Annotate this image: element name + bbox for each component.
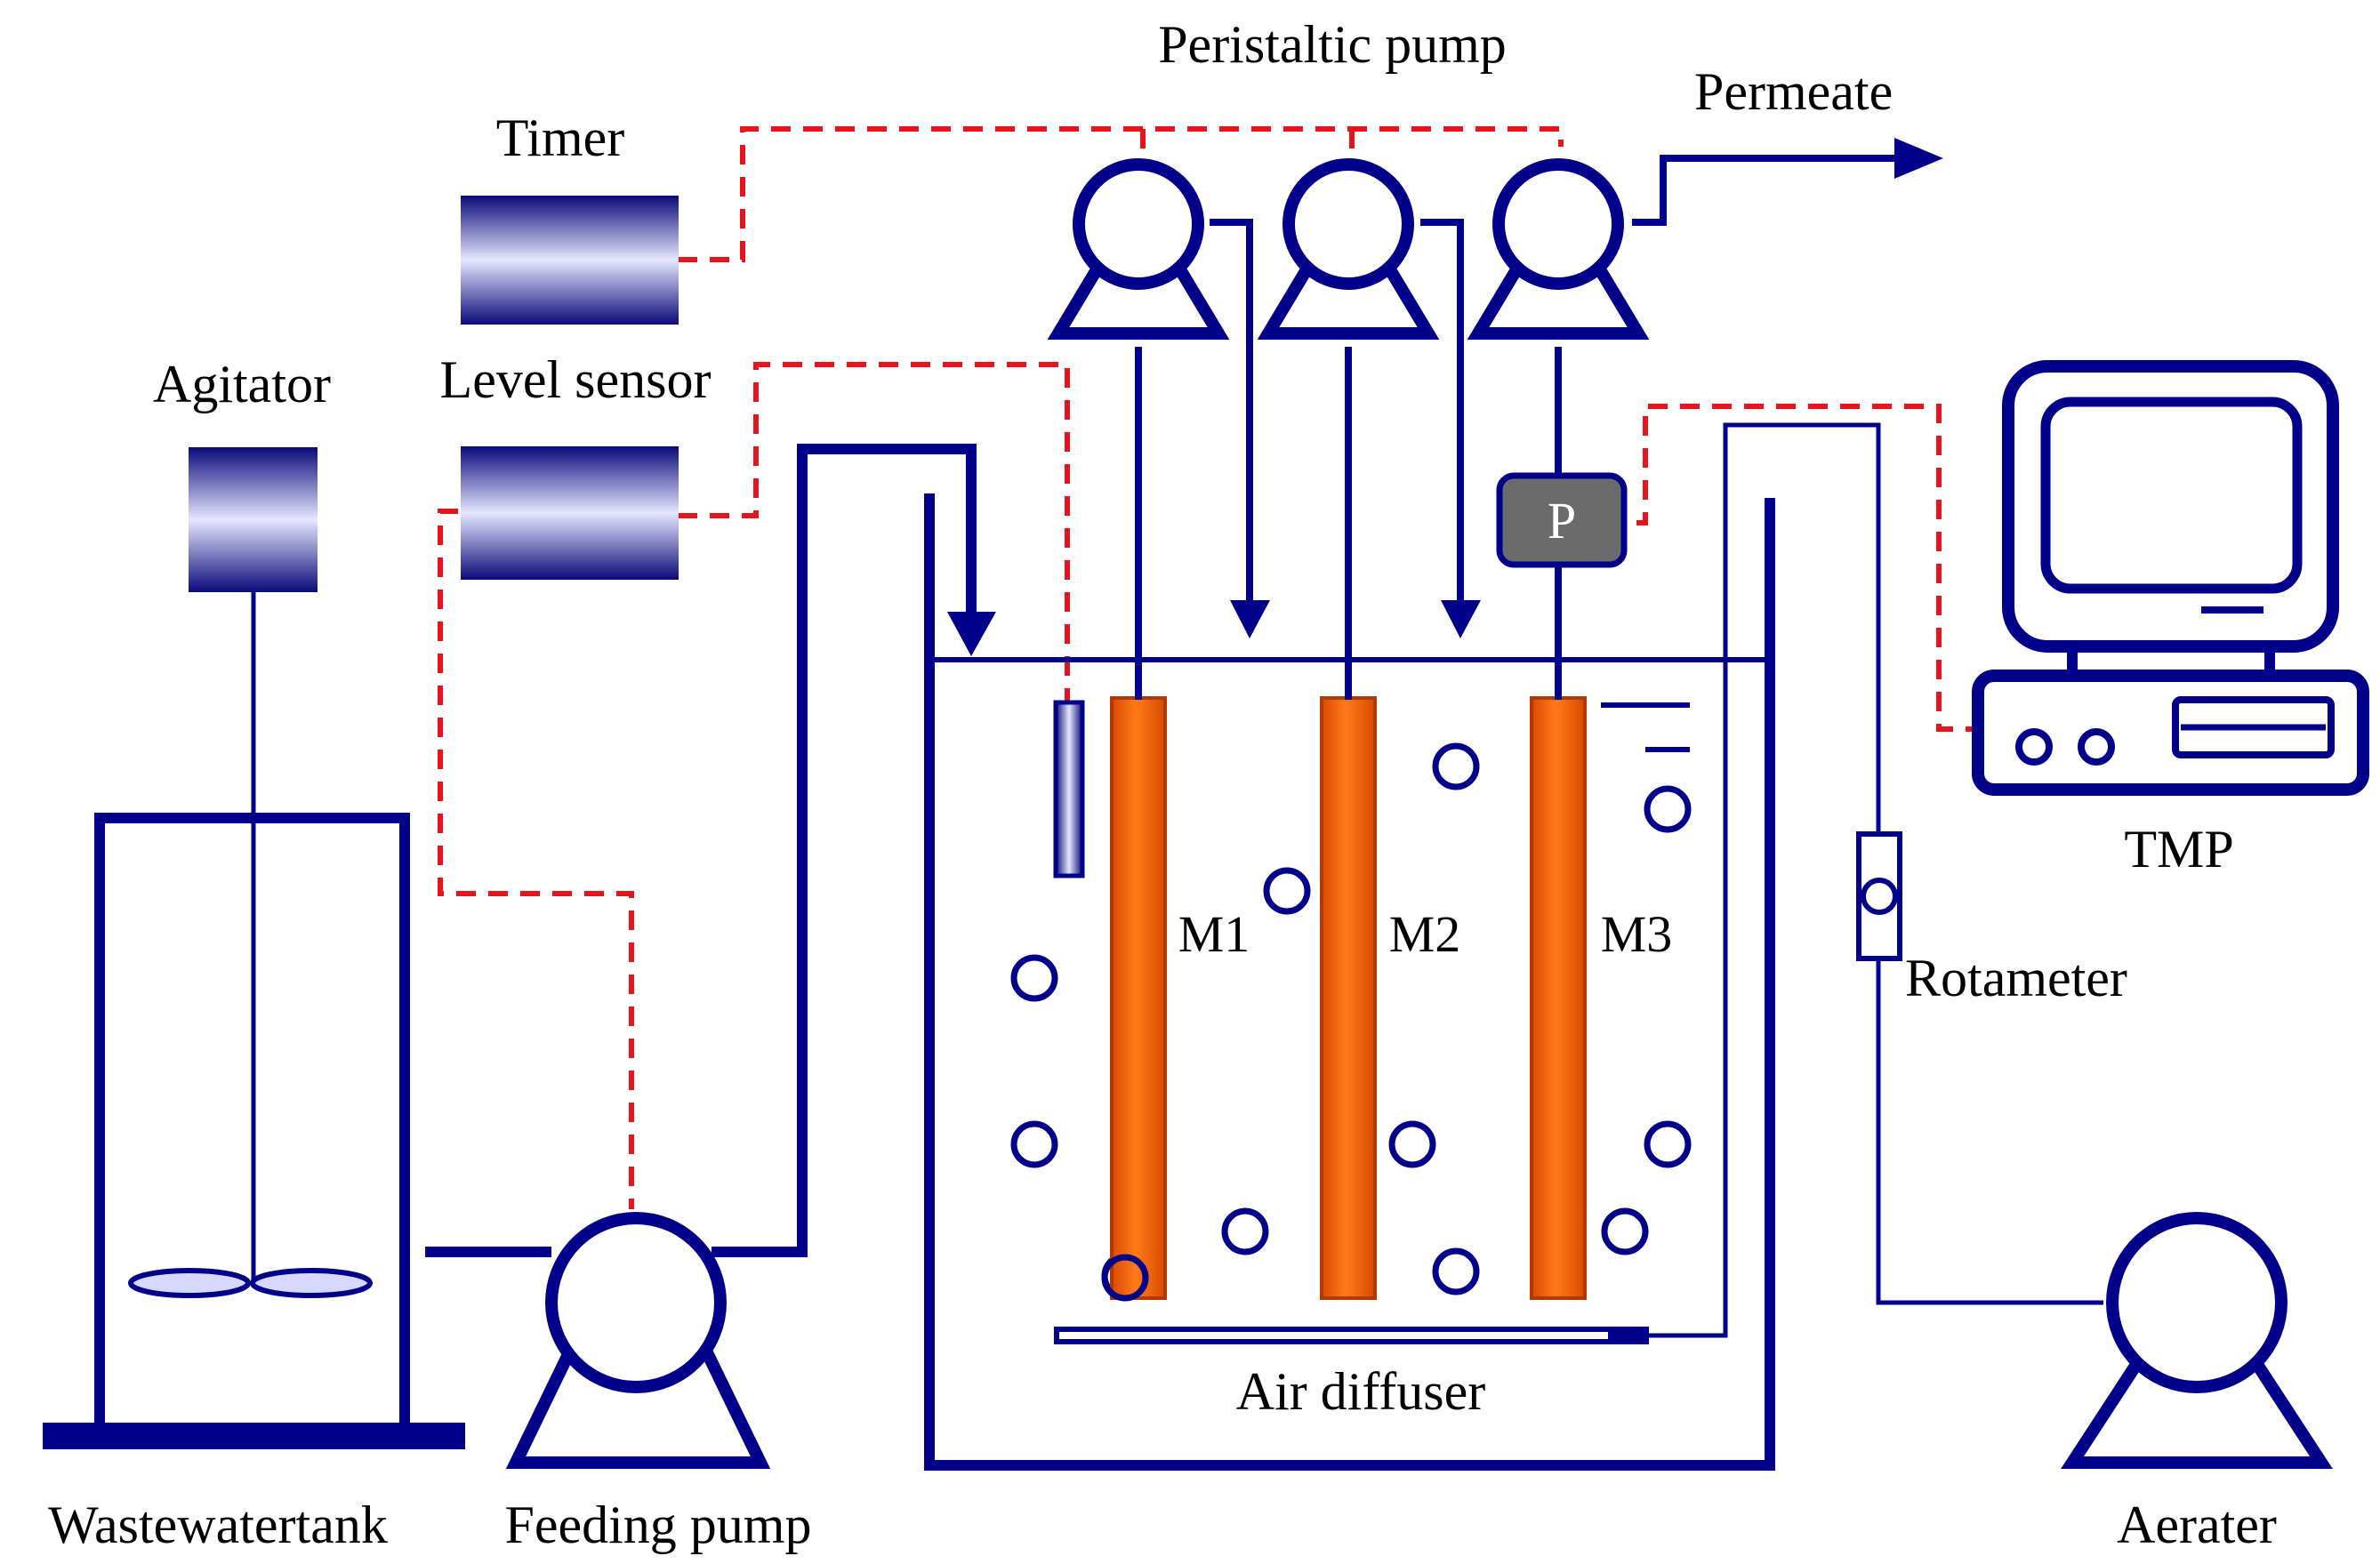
feed-piping — [425, 444, 996, 1257]
aerater-icon[interactable] — [2106, 1212, 2288, 1393]
aerater-outlet-line — [1876, 956, 2103, 1305]
permeate-lines — [1135, 138, 1943, 700]
membrane-m3 — [1530, 696, 1587, 1300]
signal-lines — [438, 126, 1979, 1209]
peristaltic-pump-1-icon[interactable] — [1073, 158, 1204, 290]
bubble — [1432, 742, 1480, 790]
pump2-return-line — [1420, 219, 1464, 605]
feeding-pump-label: Feeding pump — [505, 1496, 812, 1554]
bubble — [1010, 1120, 1058, 1168]
bubble — [1221, 1207, 1269, 1255]
bubble — [1644, 1120, 1692, 1168]
timer-signal-line — [678, 126, 1564, 262]
case-button-1 — [2015, 728, 2053, 766]
peristaltic-pumps — [1047, 158, 1650, 340]
bubble — [1010, 954, 1058, 1002]
membrane-m2 — [1320, 696, 1377, 1300]
agitator-blade-left — [128, 1268, 251, 1298]
bubble-over-m1 — [1101, 1254, 1149, 1302]
monitor-screen — [2040, 397, 2303, 594]
feed-control-line — [438, 509, 634, 1209]
permeate-arrow-icon — [1894, 138, 1943, 179]
level-sensor-label: Level sensor — [440, 350, 712, 409]
peristaltic-pump-3-icon[interactable] — [1492, 158, 1624, 290]
bubble — [1388, 1120, 1436, 1168]
peristaltic-pump-2-icon[interactable] — [1282, 158, 1414, 290]
air-supply-line — [1644, 422, 1881, 1338]
permeate-outlet-line — [1632, 155, 1903, 226]
tank-base — [43, 1423, 465, 1449]
timer-unit — [461, 196, 679, 325]
feeding-pump[interactable] — [505, 1212, 771, 1469]
rotameter-float — [1861, 878, 1898, 915]
membrane-m1-label: M1 — [1178, 905, 1250, 963]
agitator-motor — [189, 447, 318, 592]
tmp-signal-line — [1636, 404, 1979, 732]
bubble — [1644, 785, 1692, 833]
peristaltic-pump-2[interactable] — [1257, 158, 1440, 340]
membrane-m1 — [1110, 696, 1167, 1300]
aerater-pump[interactable] — [2061, 1212, 2333, 1469]
tmp-label: TMP — [2124, 820, 2233, 878]
bubble — [1263, 867, 1311, 915]
bioreactor-walls — [924, 493, 1775, 1471]
agitator-label: Agitator — [153, 355, 331, 413]
agitator-blade-right — [250, 1268, 373, 1298]
air-diffuser-end — [1608, 1327, 1644, 1343]
wastewater-tank — [43, 447, 465, 1449]
feed-pipe — [712, 444, 977, 1257]
feeding-pump-icon[interactable] — [545, 1212, 727, 1393]
level-sensor-signal-line — [678, 362, 1070, 702]
pump1-return-arrow-icon — [1230, 600, 1270, 638]
timer-label: Timer — [496, 108, 625, 167]
peristaltic-pump-1[interactable] — [1047, 158, 1230, 340]
air-bubbles — [1010, 742, 1692, 1300]
membrane-modules — [1101, 696, 1587, 1302]
bubble — [1432, 1247, 1480, 1295]
level-sensor-unit — [461, 446, 679, 580]
air-diffuser-label: Air diffuser — [1236, 1362, 1486, 1421]
pressure-gauge: P — [1496, 472, 1628, 568]
pressure-gauge-box — [1496, 472, 1628, 568]
pump2-return-arrow-icon — [1441, 600, 1481, 638]
peristaltic-pump-label: Peristaltic pump — [1158, 15, 1507, 74]
pressure-gauge-label: P — [1548, 492, 1576, 549]
membrane-m2-label: M2 — [1389, 905, 1461, 963]
aeration-system — [1054, 422, 2103, 1344]
feed-arrow-icon — [947, 612, 996, 656]
peristaltic-pump-3[interactable] — [1467, 158, 1650, 340]
air-diffuser-tube — [1054, 1327, 1649, 1344]
permeate-label: Permeate — [1694, 62, 1893, 121]
wastewater-tank-label: Wastewatertank — [48, 1496, 388, 1554]
rotameter-label: Rotameter — [1905, 949, 2127, 1007]
bubble — [1601, 1207, 1649, 1255]
tmp-computer — [1972, 360, 2369, 796]
level-sensor-probe — [1053, 700, 1085, 878]
case-button-2 — [2078, 728, 2115, 766]
pump1-return-line — [1210, 219, 1253, 605]
aerater-label: Aerater — [2117, 1496, 2277, 1554]
labels: Peristaltic pump Permeate Timer Agitator… — [48, 15, 2277, 1554]
membrane-m3-label: M3 — [1601, 905, 1673, 963]
